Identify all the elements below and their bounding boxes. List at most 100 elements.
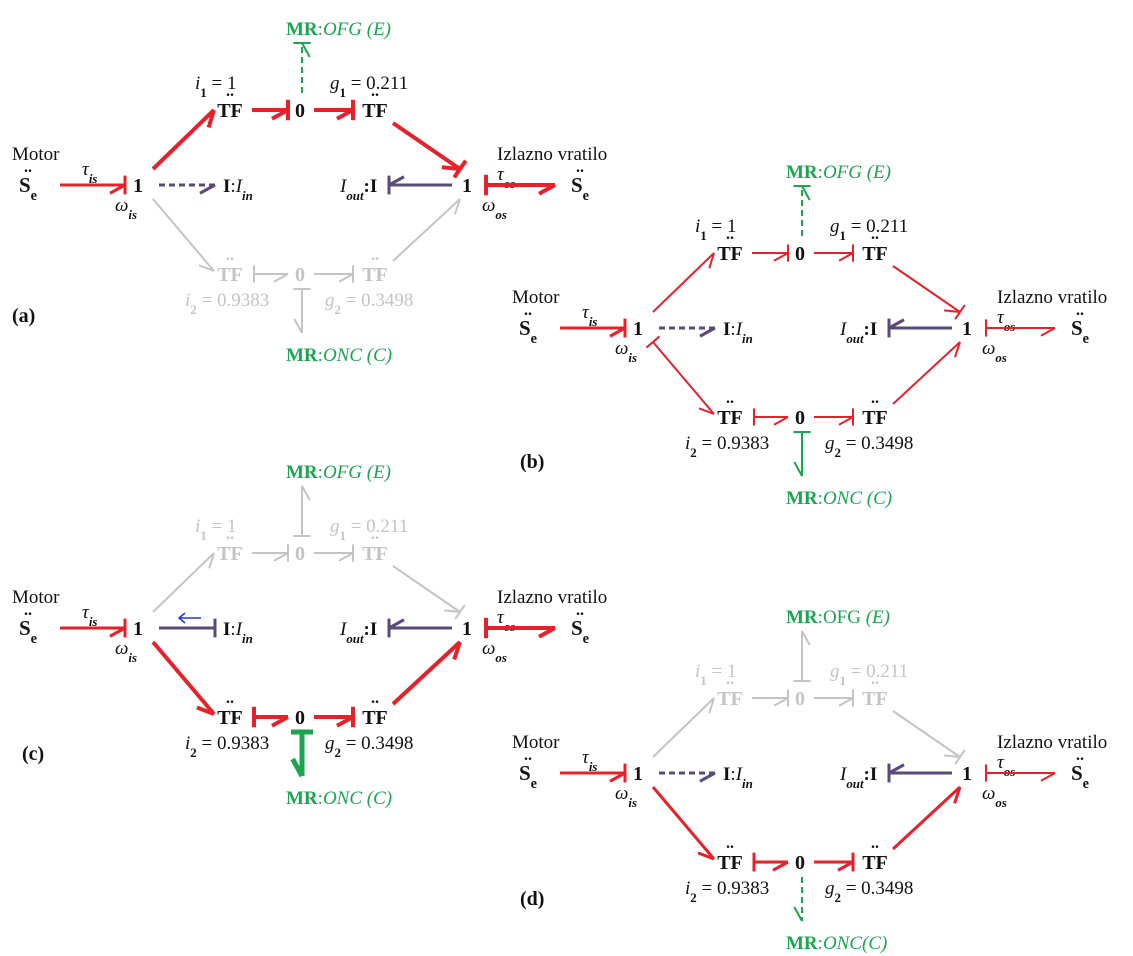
bond-lower-tf-zero [252,706,289,728]
bond-lower-zero-tf [314,706,355,728]
bond-mr-ofg [793,630,811,682]
tf-dots: .. [371,247,379,264]
junction-1-left: 1 [133,175,143,197]
tf-upper-left: TF [217,100,243,122]
i2-label: i2 = 0.9383 [185,733,269,760]
tf-upper-right: TF [362,100,388,122]
bond-inertia-in [159,618,217,638]
inertia-in-label: I:Iin [223,619,253,646]
junction-0-upper: 0 [795,688,805,710]
junction-0-lower: 0 [295,707,305,729]
junction-1-left: 1 [133,618,143,640]
bond-upper-zero-tf [814,689,854,707]
blue-arrow-icon [177,612,201,624]
output-shaft-label: Izlazno vratilo [997,732,1107,753]
se-dots: .. [1076,747,1084,764]
bond-lower-in [645,335,715,415]
omega-is-label: ωis [615,338,637,365]
omega-os-label: ωos [482,638,507,665]
i2-label: i2 = 0.9383 [685,878,769,905]
tf-upper-left: TF [717,688,743,710]
tau-is-label: τis [582,302,597,329]
bond-upper-tf-zero [752,689,789,707]
tau-is-label: τis [582,747,597,774]
se-dots: .. [524,302,532,319]
bond-inertia-out [887,318,952,338]
inertia-in-label: I:Iin [223,176,253,203]
junction-0-lower: 0 [795,852,805,874]
bond-upper-in [652,697,715,758]
se-dots: .. [24,159,32,176]
bond-lower-tf-zero [752,852,789,872]
tf-lower-left: TF [217,264,243,286]
se-dots: .. [1076,302,1084,319]
bond-output [985,764,1056,782]
junction-1-right: 1 [962,763,972,785]
bond-inertia-in [659,771,716,783]
inertia-out-label: Iout:I [339,619,377,646]
bond-upper-tf-zero [752,244,789,262]
omega-is-label: ωis [615,783,637,810]
bond-upper-zero-tf [814,244,854,262]
source-element: Se [19,616,37,647]
se-dots: .. [576,159,584,176]
bond-upper-zero-tf [314,544,354,562]
mr-onc-label: MR:ONC (C) [286,345,392,366]
tau-os-label: τos [997,752,1015,779]
junction-0-upper: 0 [295,100,305,122]
tf-dots: .. [371,526,379,543]
output-shaft-label: Izlazno vratilo [497,144,607,165]
g2-label: g2 = 0.3498 [325,290,413,317]
tf-dots: .. [726,390,734,407]
source-element: Se [519,316,537,347]
junction-1-right: 1 [462,618,472,640]
bond-upper-out [892,710,966,765]
source-element: Se [1071,316,1089,347]
tf-dots: .. [726,671,734,688]
tf-dots: .. [226,83,234,100]
bond-lower-out [392,198,461,262]
bond-lower-out [892,341,961,405]
mr-ofg-label: MR:OFG (E) [786,607,890,628]
omega-is-label: ωis [115,195,137,222]
g1-label: g1 = 0.211 [330,73,408,100]
g1-label: g1 = 0.211 [830,661,908,688]
tf-upper-right: TF [862,243,888,265]
bond-motor-input [560,763,627,783]
source-element: Se [571,616,589,647]
bond-lower-in [152,198,215,272]
bond-lower-out [391,640,462,706]
bond-lower-out [891,785,962,851]
g2-label: g2 = 0.3498 [825,878,913,905]
bond-motor-input [60,175,127,195]
inertia-out-label: Iout:I [839,319,877,346]
output-shaft-label: Izlazno vratilo [997,287,1107,308]
panel-tag-d: (d) [520,888,544,910]
tf-dots: .. [871,390,879,407]
se-dots: .. [576,602,584,619]
tf-dots: .. [871,226,879,243]
bond-upper-out [391,121,468,179]
bond-lower-zero-tf [814,852,855,872]
tf-dots: .. [371,690,379,707]
tf-dots: .. [726,226,734,243]
tf-lower-left: TF [217,707,243,729]
source-element: Se [571,173,589,204]
source-element: Se [519,761,537,792]
panel-tag-a: (a) [12,305,35,327]
bond-mr-onc [793,431,811,477]
tf-dots: .. [371,83,379,100]
junction-0-lower: 0 [295,264,305,286]
bond-upper-zero-tf [314,99,355,121]
tf-dots: .. [226,690,234,707]
tf-dots: .. [871,835,879,852]
junction-1-left: 1 [633,318,643,340]
junction-0-lower: 0 [795,407,805,429]
g1-label: g1 = 0.211 [330,516,408,543]
g2-label: g2 = 0.3498 [825,433,913,460]
tf-lower-left: TF [717,407,743,429]
g1-label: g1 = 0.211 [830,216,908,243]
junction-1-left: 1 [633,763,643,785]
